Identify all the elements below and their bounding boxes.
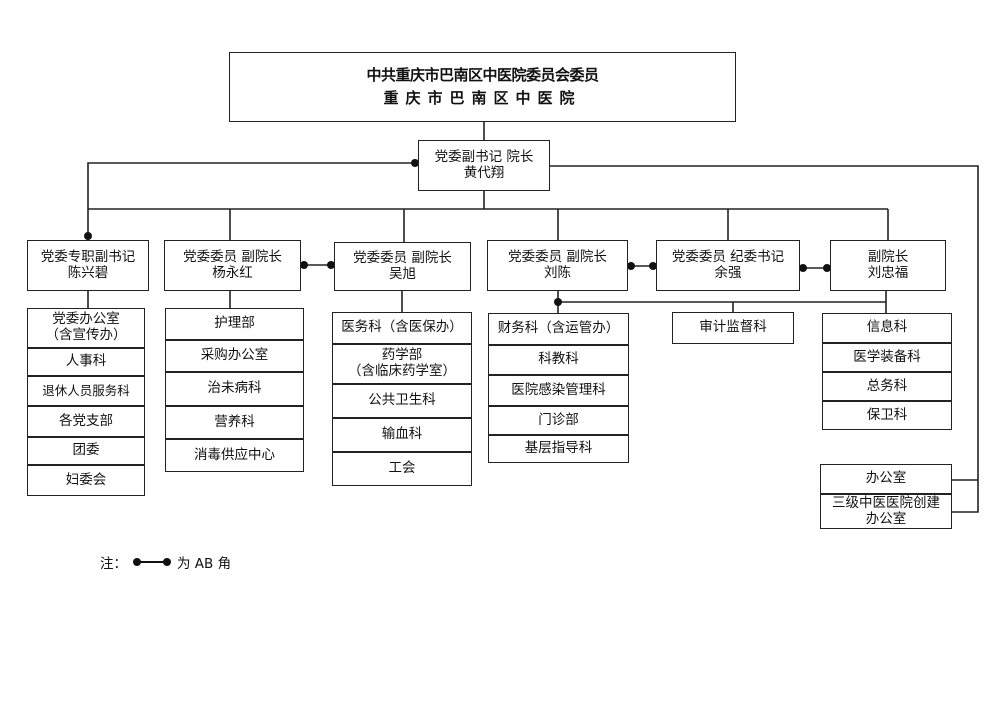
dept-community-guidance: 基层指导科 — [488, 435, 629, 463]
leader-title: 党委委员 纪委书记 — [671, 248, 785, 265]
dept-label: 保卫科 — [866, 406, 908, 423]
dept-label: 医学装备科 — [853, 348, 921, 365]
leader-box-4: 党委委员 副院长 刘陈 — [487, 240, 628, 291]
dept-general-affairs: 总务科 — [822, 372, 952, 401]
leader-box-1: 党委专职副书记 陈兴碧 — [27, 240, 149, 291]
dept-outpatient: 门诊部 — [488, 406, 629, 435]
dept-procurement: 采购办公室 — [165, 340, 304, 372]
dept-audit: 审计监督科 — [672, 312, 794, 344]
dept-label: 信息科 — [866, 319, 908, 336]
leader-name: 刘忠福 — [867, 264, 909, 281]
dept-label: 科教科 — [538, 351, 579, 368]
dept-public-health: 公共卫生科 — [332, 384, 472, 418]
leader-box-5: 党委委员 纪委书记 余强 — [656, 240, 800, 291]
dept-label: 门诊部 — [538, 411, 579, 428]
dept-party-branches: 各党支部 — [27, 406, 145, 437]
dept-label: 医务科（含医保办） — [341, 319, 463, 336]
dept-hr: 人事科 — [27, 348, 145, 376]
dept-retiree-service: 退休人员服务科 — [27, 376, 145, 406]
legend: 注： 为 AB 角 — [100, 552, 231, 572]
leader-name: 刘陈 — [544, 264, 571, 281]
dept-science-education: 科教科 — [488, 345, 629, 375]
dept-label: 营养科 — [214, 413, 255, 430]
dept-finance: 财务科（含运管办） — [488, 313, 629, 345]
dept-preventive-treatment: 治未病科 — [165, 372, 304, 406]
dept-label: 工会 — [388, 460, 416, 477]
leader-name: 陈兴碧 — [67, 264, 109, 281]
dept-label: 护理部 — [214, 315, 255, 332]
dept-womens-committee: 妇委会 — [27, 465, 145, 496]
dept-label: 办公室 — [865, 470, 907, 487]
dept-medical-equipment: 医学装备科 — [822, 343, 952, 372]
leader-title: 党委委员 副院长 — [353, 249, 452, 266]
head-name: 黄代翔 — [463, 164, 505, 181]
dept-label: 财务科（含运管办） — [497, 320, 620, 337]
dept-label: 输血科 — [381, 426, 423, 443]
dept-sublabel: （含临床药学室） — [348, 363, 456, 379]
dept-label: 总务科 — [866, 377, 908, 394]
dept-label: 退休人员服务科 — [42, 382, 130, 398]
leader-title: 副院长 — [867, 248, 909, 265]
dept-label: 医院感染管理科 — [511, 381, 606, 398]
dept-label: 各党支部 — [59, 412, 113, 429]
leader-title: 党委专职副书记 — [40, 248, 136, 265]
dept-label: 妇委会 — [65, 471, 107, 488]
dept-label: 治未病科 — [207, 380, 262, 397]
legend-prefix: 注： — [100, 556, 127, 572]
dept-label: 审计监督科 — [699, 319, 767, 336]
dept-label: 药学部 — [381, 347, 423, 364]
leader-name: 吴旭 — [389, 265, 416, 282]
dept-label: 公共卫生科 — [368, 392, 436, 409]
legend-label: 为 AB 角 — [177, 556, 232, 572]
dept-security: 保卫科 — [822, 401, 952, 430]
head-box: 党委副书记 院长 黄代翔 — [418, 140, 550, 191]
leader-name: 余强 — [714, 264, 742, 281]
dept-youth-league: 团委 — [27, 437, 145, 465]
dept-blood-transfusion: 输血科 — [332, 418, 472, 452]
dept-label: 三级中医医院创建 — [832, 494, 940, 511]
dept-party-office: 党委办公室 （含宣传办） — [27, 308, 145, 348]
leader-box-2: 党委委员 副院长 杨永红 — [164, 240, 301, 291]
dept-label: 基层指导科 — [524, 440, 593, 457]
dept-information: 信息科 — [822, 313, 952, 343]
hospital-title: 重庆市巴南区中医院 — [383, 89, 582, 107]
dept-label: 采购办公室 — [200, 347, 269, 364]
dept-labor-union: 工会 — [332, 452, 472, 486]
dept-label: 人事科 — [65, 353, 107, 370]
party-committee-title: 中共重庆市巴南区中医院委员会委员 — [366, 65, 599, 84]
dept-medical-affairs: 医务科（含医保办） — [332, 312, 472, 344]
leader-title: 党委委员 副院长 — [508, 248, 607, 265]
leader-box-6: 副院长 刘忠福 — [830, 240, 946, 291]
dept-infection-control: 医院感染管理科 — [488, 375, 629, 406]
dept-label: 党委办公室 — [52, 311, 120, 328]
dept-office: 办公室 — [820, 464, 952, 494]
dept-sterile-supply: 消毒供应中心 — [165, 439, 304, 472]
leader-box-3: 党委委员 副院长 吴旭 — [334, 242, 471, 291]
dept-sublabel: （含宣传办） — [45, 327, 127, 343]
dept-label: 团委 — [72, 442, 100, 459]
leader-title: 党委委员 副院长 — [183, 248, 282, 265]
dept-nursing: 护理部 — [165, 308, 304, 340]
dept-sublabel: 办公室 — [865, 510, 907, 527]
dept-label: 消毒供应中心 — [194, 446, 275, 463]
top-title-box: 中共重庆市巴南区中医院委员会委员 重庆市巴南区中医院 — [229, 52, 736, 122]
head-title: 党委副书记 院长 — [434, 148, 534, 165]
dept-pharmacy: 药学部 （含临床药学室） — [332, 344, 472, 384]
ab-connector-icon — [133, 552, 171, 572]
dept-tier3-creation-office: 三级中医医院创建 办公室 — [820, 494, 952, 529]
dept-nutrition: 营养科 — [165, 406, 304, 439]
leader-name: 杨永红 — [212, 264, 253, 281]
